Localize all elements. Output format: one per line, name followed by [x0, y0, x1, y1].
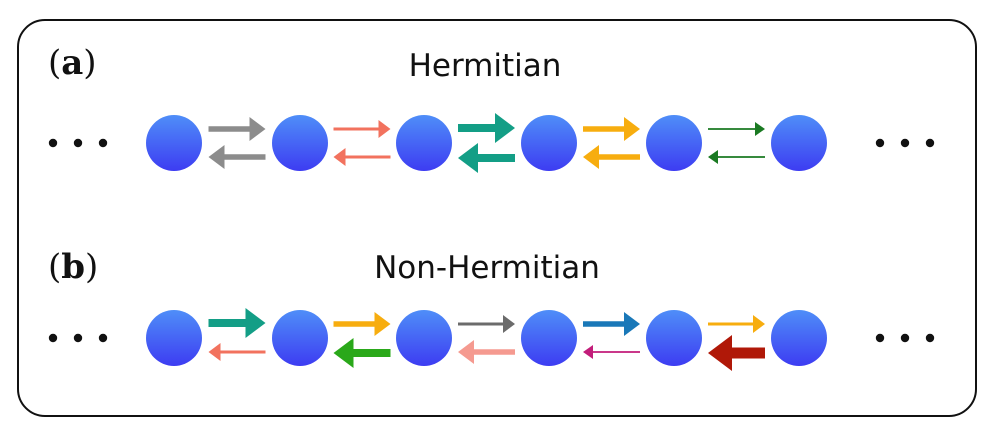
forward-hopping-arrow: [208, 117, 266, 141]
lattice-site: [646, 310, 702, 366]
lattice-site: [272, 310, 328, 366]
backward-hopping-arrow: [458, 340, 515, 364]
forward-hopping-arrow: [333, 312, 391, 336]
ellipsis-right-dot: [925, 333, 935, 343]
lattice-site: [396, 310, 452, 366]
lattice-site: [521, 310, 577, 366]
backward-hopping-arrow: [708, 335, 765, 371]
forward-hopping-arrow: [208, 308, 266, 338]
panel-label-b-close: ): [85, 247, 99, 287]
ellipsis-right-dot: [875, 138, 885, 148]
panel-label-b-letter: b: [61, 247, 86, 287]
ellipsis-right-dot: [925, 138, 935, 148]
forward-hopping-arrow: [333, 120, 391, 138]
panel-title-a: Hermitian: [408, 48, 562, 84]
backward-hopping-arrow: [458, 143, 515, 173]
ellipsis-right-dot: [875, 333, 885, 343]
forward-hopping-arrow: [708, 122, 765, 136]
ellipsis-left-dot: [48, 138, 58, 148]
panel-label-a-letter: a: [61, 43, 84, 83]
panel-title-b: Non-Hermitian: [374, 250, 600, 286]
panel-label-a-open: (: [48, 43, 62, 83]
backward-hopping-arrow: [583, 345, 640, 359]
panel-label-b: (b): [48, 250, 98, 284]
lattice-site: [646, 115, 702, 171]
backward-hopping-arrow: [708, 150, 765, 164]
ellipsis-left-dot: [98, 333, 108, 343]
forward-hopping-arrow: [708, 315, 765, 333]
panel-label-a: (a): [48, 46, 97, 80]
forward-hopping-arrow: [583, 117, 640, 141]
ellipsis-left-dot: [73, 138, 83, 148]
ellipsis-left-dot: [48, 333, 58, 343]
lattice-site: [521, 115, 577, 171]
lattice-site: [146, 310, 202, 366]
lattice-site: [396, 115, 452, 171]
backward-hopping-arrow: [333, 338, 391, 368]
lattice-site: [771, 310, 827, 366]
lattice-site: [146, 115, 202, 171]
ellipsis-right-dot: [900, 138, 910, 148]
lattice-site: [272, 115, 328, 171]
ellipsis-right-dot: [900, 333, 910, 343]
forward-hopping-arrow: [458, 113, 515, 143]
backward-hopping-arrow: [208, 145, 266, 169]
ellipsis-left-dot: [98, 138, 108, 148]
panel-label-b-open: (: [48, 247, 62, 287]
lattice-site: [771, 115, 827, 171]
forward-hopping-arrow: [583, 312, 640, 336]
panel-label-a-close: ): [83, 43, 97, 83]
ellipsis-left-dot: [73, 333, 83, 343]
forward-hopping-arrow: [458, 315, 515, 333]
backward-hopping-arrow: [333, 148, 391, 166]
backward-hopping-arrow: [583, 145, 640, 169]
backward-hopping-arrow: [208, 343, 266, 361]
